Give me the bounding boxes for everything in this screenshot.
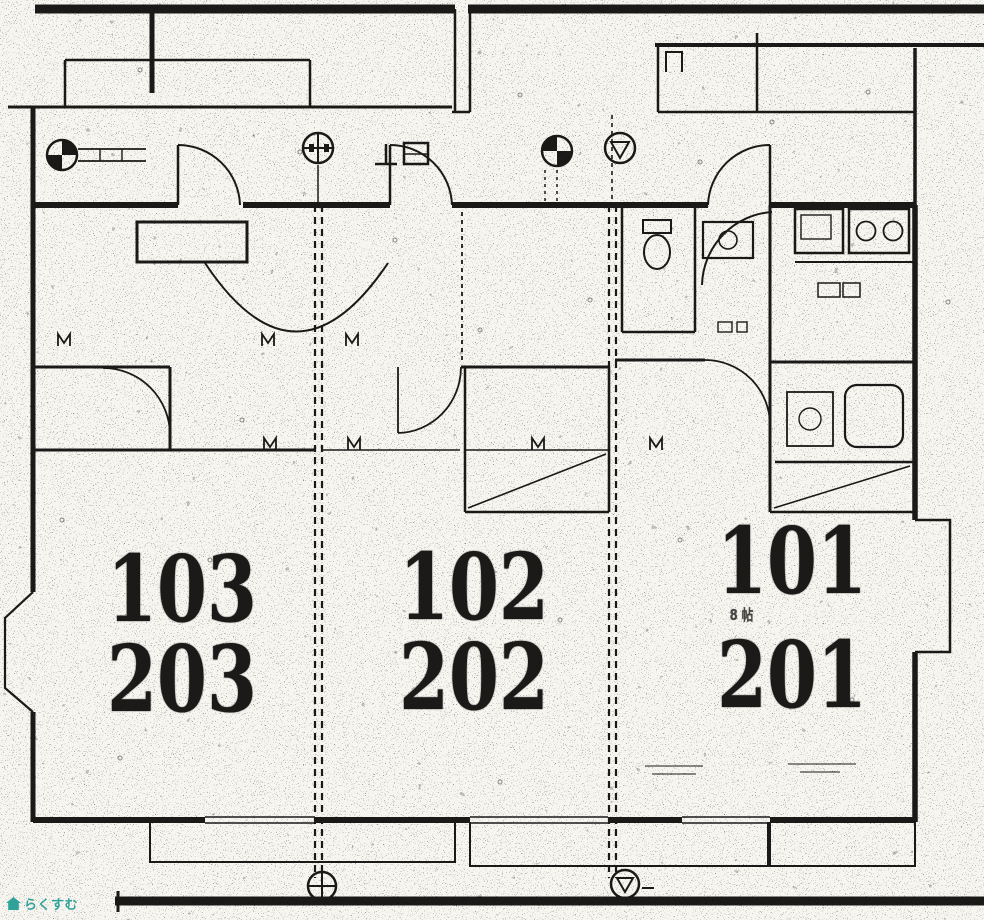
unit-number: 201 — [717, 621, 867, 730]
unit-number: 102 — [399, 533, 549, 641]
unit-label-101-201: 101 8帖 201 — [709, 507, 874, 730]
party-walls — [313, 115, 618, 878]
unit-area-note: 8帖 — [729, 606, 758, 624]
triangle-circle-icon — [609, 868, 654, 900]
balconies — [115, 822, 984, 912]
unit-label-103-203: 103 203 — [99, 535, 264, 734]
bathtub-icon — [786, 383, 905, 449]
unit-102-interior — [461, 365, 611, 514]
toilet-icon — [642, 219, 672, 270]
ventilation-fan-icon — [540, 134, 574, 168]
door-swings — [102, 144, 773, 436]
house-icon — [6, 897, 21, 910]
unit-101-interior — [615, 205, 915, 775]
unit-number: 203 — [107, 625, 257, 734]
washbasin-icon — [701, 220, 755, 260]
cross-circle-icon — [301, 131, 335, 165]
ventilation-fan-icon — [45, 138, 146, 172]
triangle-circle-icon — [603, 131, 637, 165]
hatch-glyphs — [375, 141, 430, 166]
watermark-text: らくすむ — [24, 898, 79, 913]
unit-number: 103 — [107, 535, 257, 643]
outer-walls — [3, 4, 984, 824]
kitchen-counter-icon — [793, 207, 915, 263]
cross-circle-icon — [306, 870, 338, 902]
unit-number: 101 — [717, 507, 867, 615]
watermark: らくすむ — [6, 894, 78, 913]
unit-label-102-202: 102 202 — [391, 533, 556, 732]
window-marks — [57, 333, 663, 451]
unit-103-interior — [33, 220, 460, 452]
unit-number: 202 — [399, 623, 549, 732]
